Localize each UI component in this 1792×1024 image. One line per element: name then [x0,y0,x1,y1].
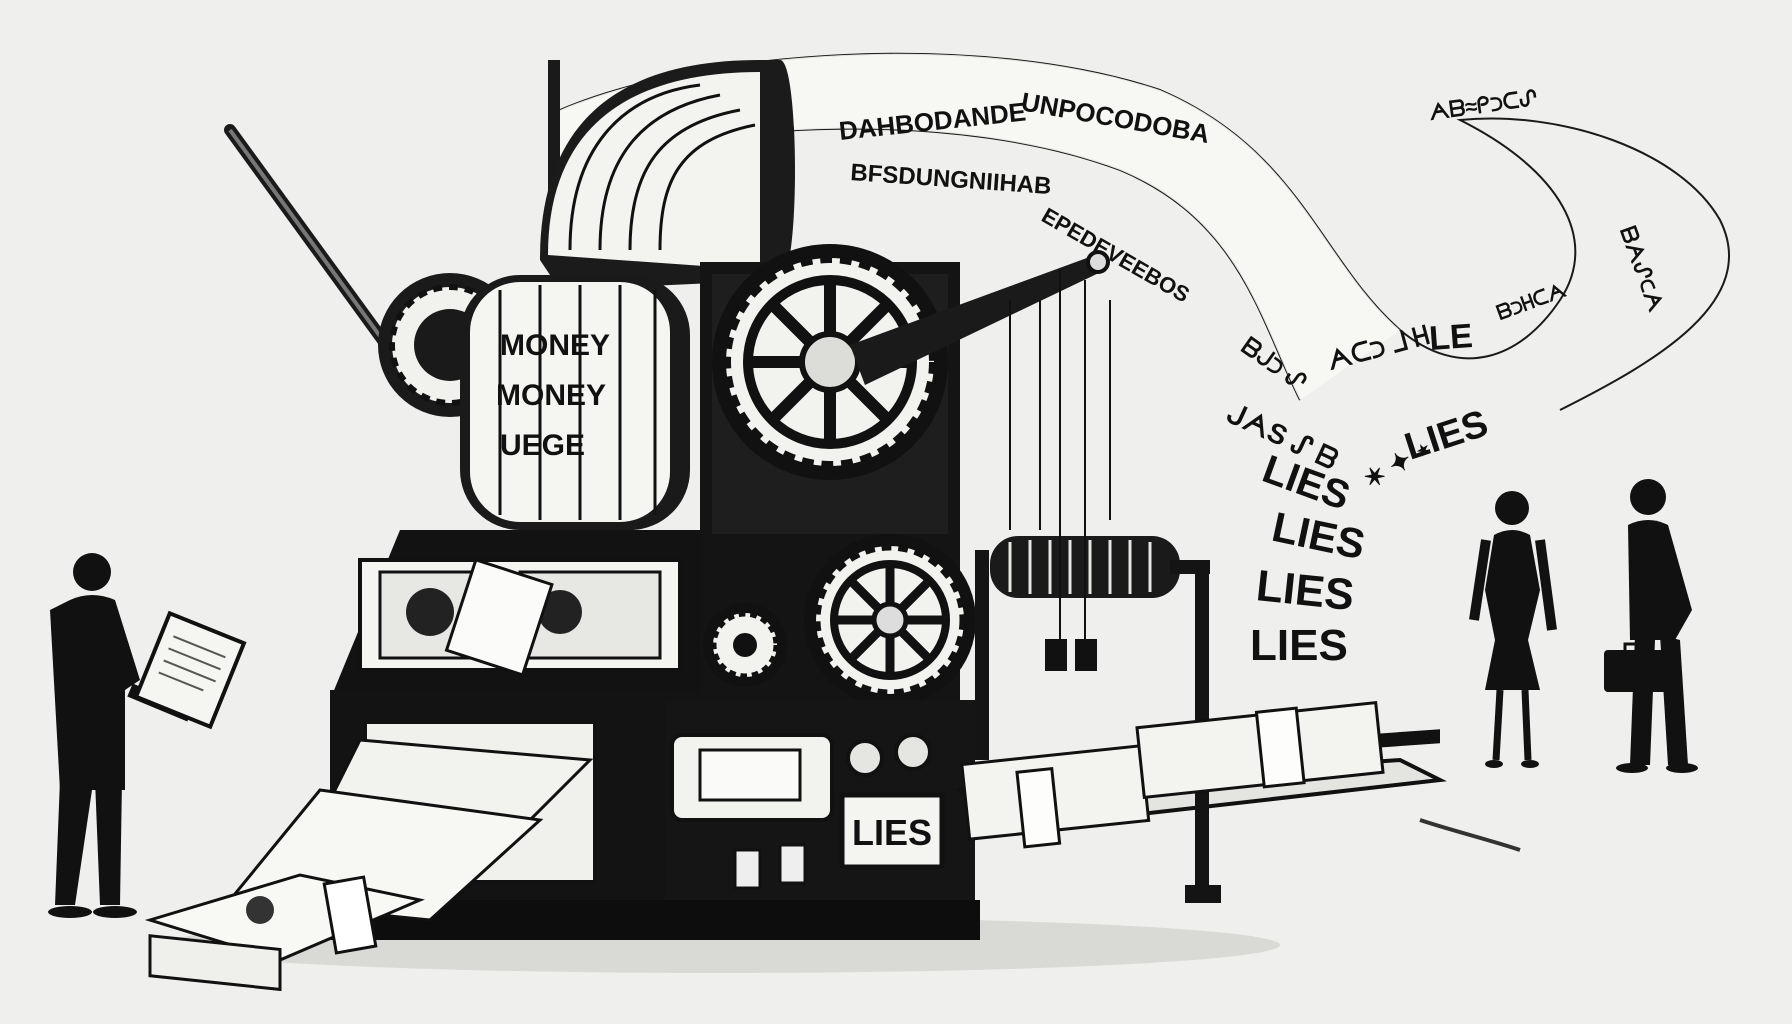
drum-label-1: MONEY [500,329,610,362]
floor-cable [1419,818,1521,852]
scatter-letters: ✶ ✦ ⋆ [1358,432,1437,495]
woman-standing [1469,491,1557,768]
machine-sign-text: LIES [852,812,932,853]
lies-word-4: LIES [1254,561,1356,620]
small-gear [703,603,787,687]
drum-label-2: MONEY [496,379,606,412]
medium-gear [804,534,976,706]
lies-word-3: LIES [1268,503,1369,568]
crank-arm [850,255,1105,385]
garbled-text-3: BFSDUNGNIIHAB [850,159,1053,200]
man-with-document [48,553,247,918]
machine-sign [839,792,945,870]
control-knob-left [846,739,884,777]
rear-drum [540,60,795,290]
cash-output [144,738,594,992]
control-knob-right [894,733,932,771]
money-drum: MONEY MONEY UEGE [460,275,690,530]
lies-stream: LIES LIES LIES LIES LIES ᒍᗅS ᔑ ᗷ ᗅᑕ⊃ ᒧ ᕼ… [1222,317,1493,670]
scatter-letters: ᗷ⊃ᕼᑕᗅ [1494,279,1569,324]
scatter-letters: LE [1428,317,1474,358]
drum-label-3: UEGE [500,429,585,462]
briefcase [1604,650,1670,692]
crank-handle [1086,250,1110,274]
scatter-letters: ᗷᗅᔑ⊂ᗅ [1615,223,1669,315]
cash-stack-front [144,873,425,992]
roller [990,536,1210,598]
hanging-weights [1009,270,1111,671]
man-with-briefcase [1604,479,1698,773]
cash-stack-conveyor [960,700,1385,849]
lies-word-5: LIES [1250,621,1348,670]
